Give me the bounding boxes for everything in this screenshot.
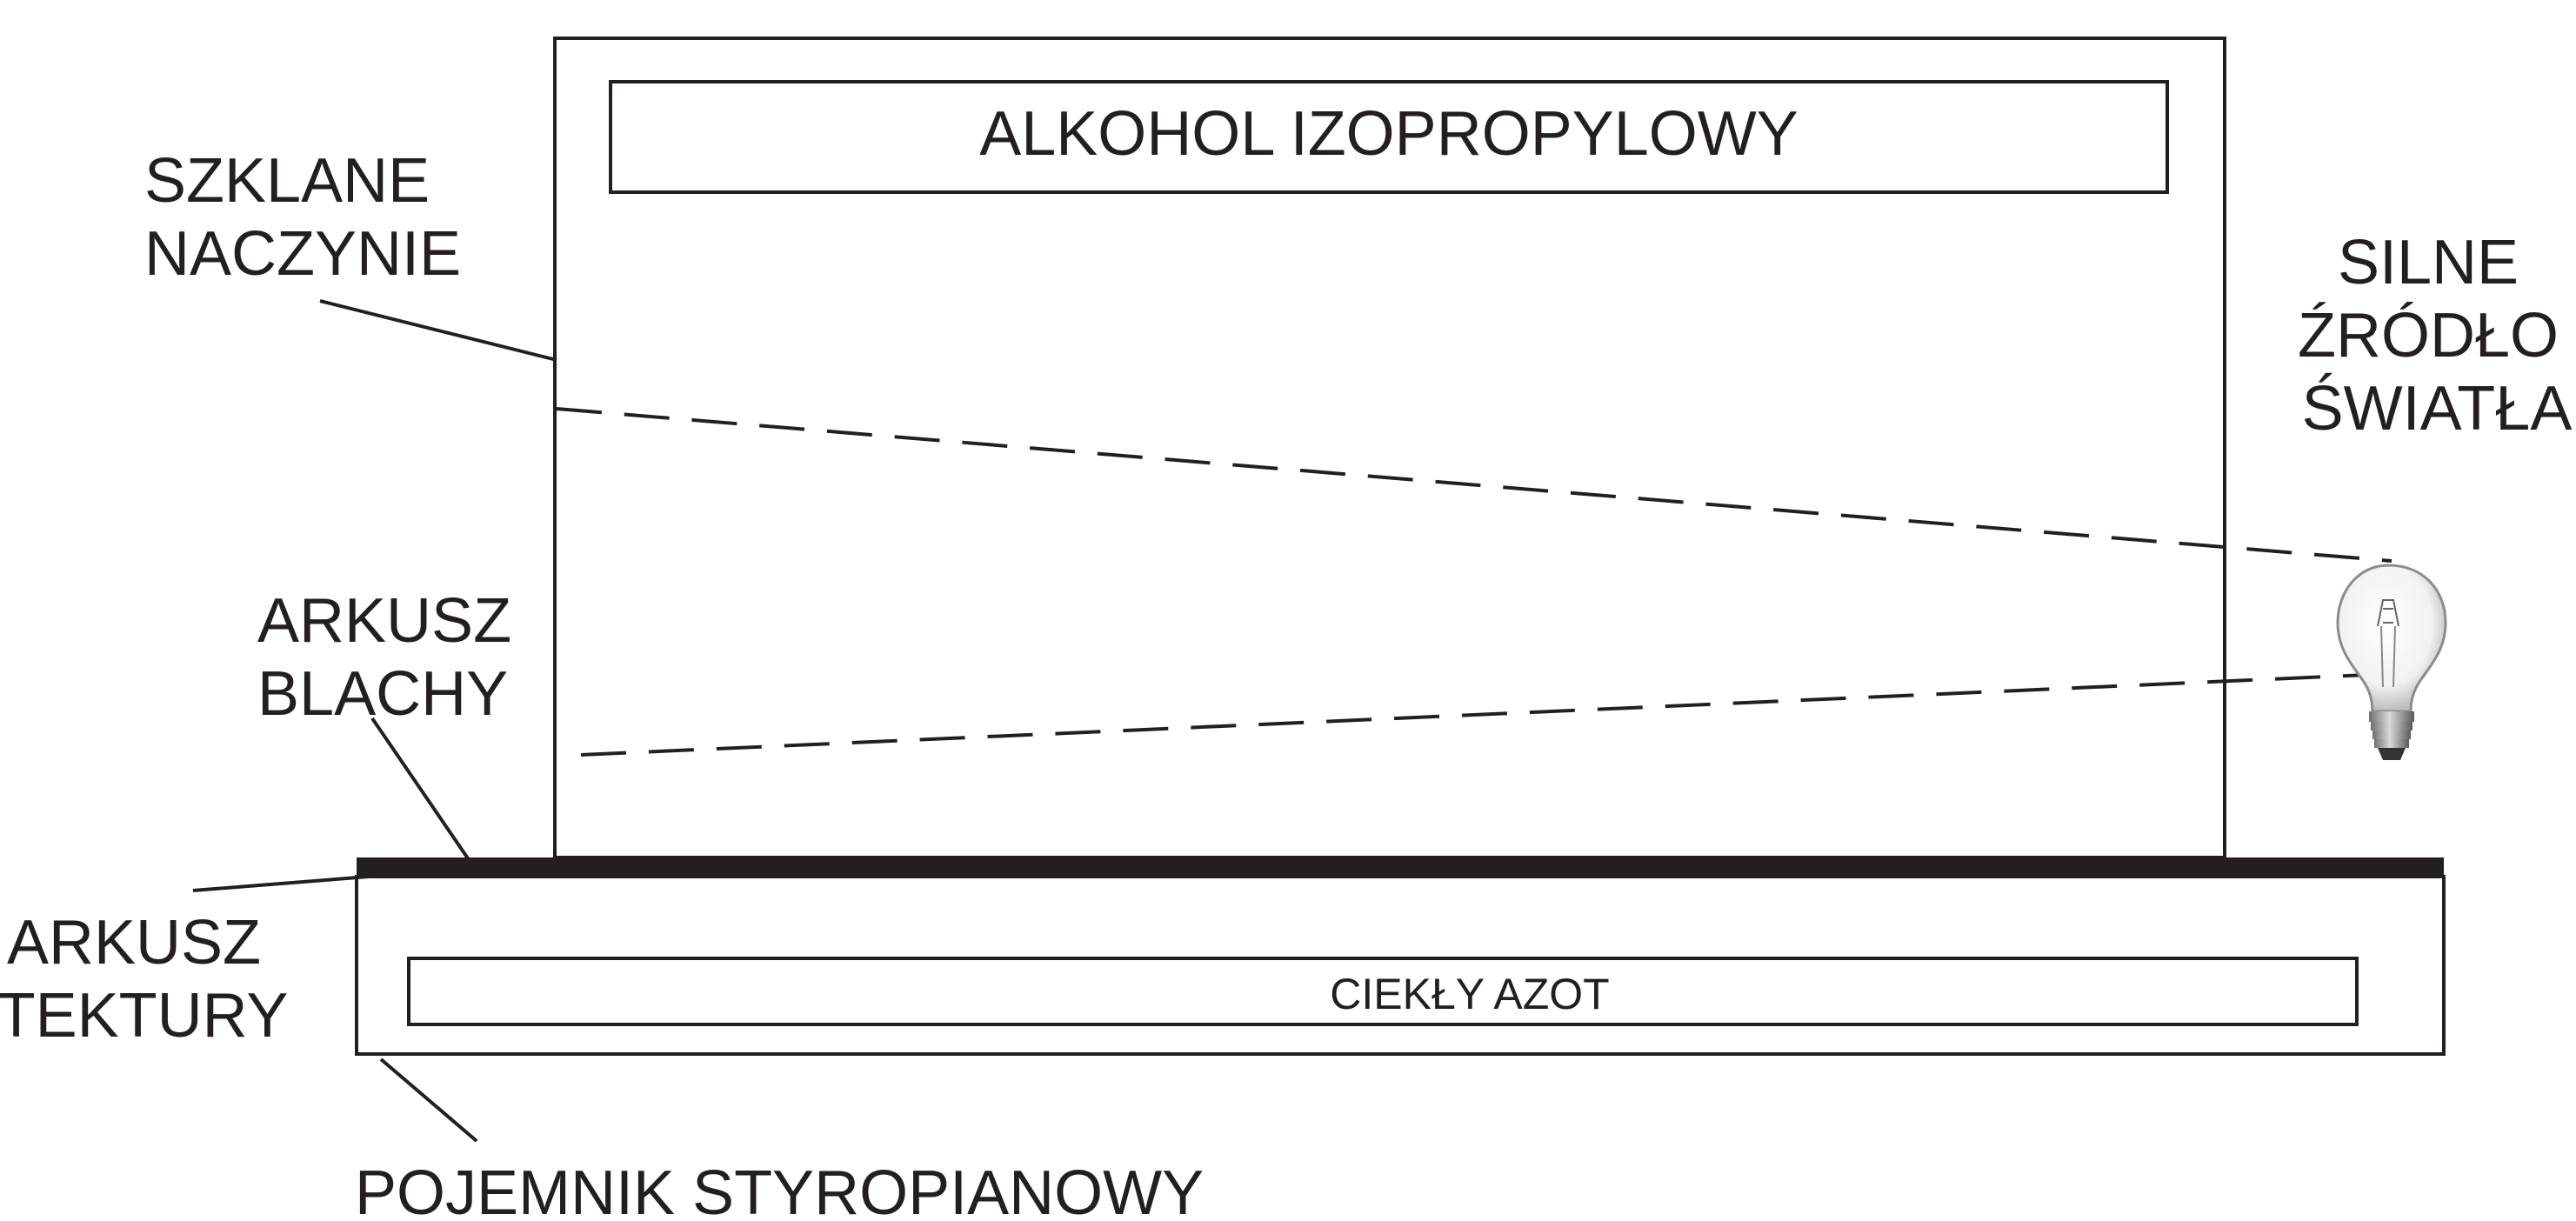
- metal-sheet-label-line-2: BLACHY: [257, 659, 508, 729]
- alcohol-strip: [609, 80, 2169, 194]
- leader-cardboard-sheet: [192, 875, 370, 892]
- light-source-label: SILNE ŹRÓDŁO ŚWIATŁA: [2298, 228, 2576, 444]
- leader-glass-vessel: [319, 299, 557, 362]
- styrofoam-container-label: POJEMNIK STYROPIANOWY: [355, 1158, 1204, 1221]
- light-source-label-line-1: SILNE: [2338, 228, 2519, 297]
- light-source-label-line-2: ŹRÓDŁO: [2298, 301, 2559, 370]
- leader-metal-sheet: [370, 717, 471, 863]
- light-beam-upper: [556, 407, 2392, 563]
- glass-vessel-label-line-2: NACZYNIE: [144, 219, 461, 289]
- light-source-label-line-3: ŚWIATŁA: [2302, 373, 2573, 444]
- cardboard-sheet-label-line-1: ARKUSZ: [7, 908, 261, 977]
- leader-styrofoam: [379, 1058, 478, 1143]
- light-beam-lower: [580, 673, 2368, 757]
- metal-sheet-label: ARKUSZ BLACHY: [257, 586, 529, 729]
- light-bulb-icon: [2336, 564, 2447, 760]
- cardboard-sheet-label: ARKUSZ TEKTURY: [0, 908, 288, 1051]
- metal-sheet-label-line-1: ARKUSZ: [257, 586, 511, 656]
- liquid-nitrogen-label: CIEKŁY AZOT: [1330, 970, 1609, 1018]
- glass-vessel-label: SZKLANE NACZYNIE: [144, 146, 461, 289]
- cardboard-sheet-label-line-2: TEKTURY: [0, 981, 288, 1051]
- glass-vessel-label-line-1: SZKLANE: [144, 146, 430, 216]
- metal-sheet: [357, 857, 2444, 877]
- styrofoam-container: [355, 875, 2446, 1056]
- liquid-nitrogen-strip: [407, 957, 2359, 1026]
- alcohol-label: ALKOHOL IZOPROPYLOWY: [979, 99, 1799, 169]
